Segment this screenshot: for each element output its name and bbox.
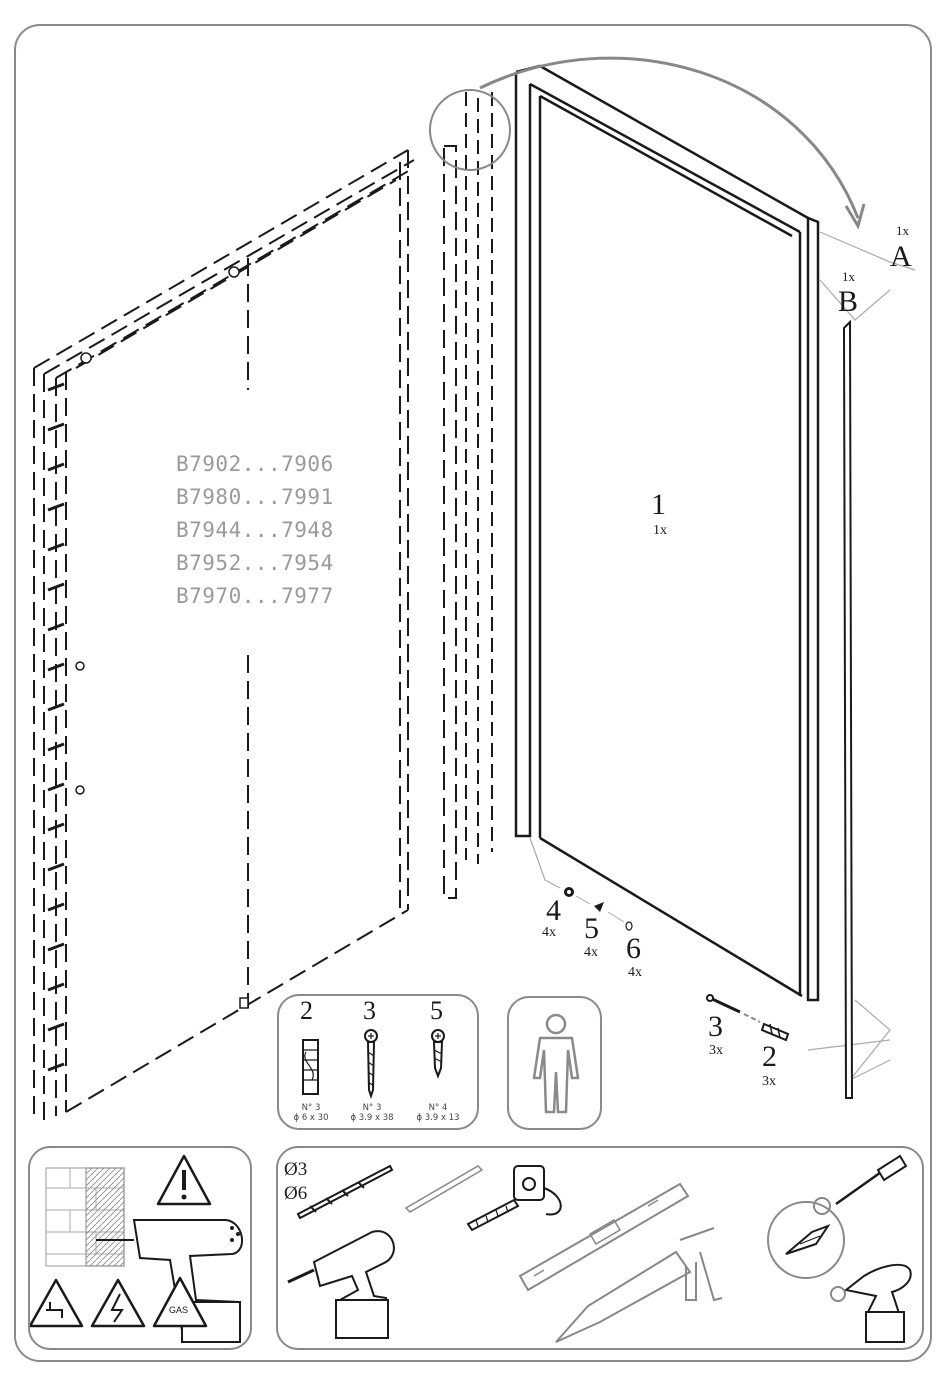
hardware-2-spec-dim: ϕ 6 x 30 xyxy=(286,1114,336,1124)
hardware-2-spec: N° 3 ϕ 6 x 30 xyxy=(286,1104,336,1124)
drill-bit-size: Ø6 xyxy=(284,1182,307,1206)
door-panel-drawing xyxy=(516,66,818,1000)
part-4-qty: 4x xyxy=(542,926,556,940)
warnings-panel xyxy=(28,1146,252,1350)
part-2-number: 2 xyxy=(762,1042,777,1072)
gas-label: GAS xyxy=(169,1306,188,1315)
part-a-qty: 1x xyxy=(896,224,909,237)
model-code: B7952...7954 xyxy=(176,547,334,580)
hardware-3-spec: N° 3 ϕ 3.9 x 38 xyxy=(344,1104,400,1124)
hardware-3-number: 3 xyxy=(363,998,376,1024)
part-2-qty: 3x xyxy=(762,1075,776,1089)
hardware-2-number: 2 xyxy=(300,998,313,1024)
part-4-number: 4 xyxy=(546,896,561,926)
seal-profile-drawing xyxy=(430,90,510,898)
tools-panel xyxy=(276,1146,924,1350)
drill-bit-sizes: Ø3 Ø6 xyxy=(284,1158,307,1206)
hardware-3-spec-dim: ϕ 3.9 x 38 xyxy=(344,1114,400,1124)
model-code: B7980...7991 xyxy=(176,481,334,514)
wall-profile-drawing xyxy=(34,150,414,1122)
part-1-number: 1 xyxy=(651,490,666,520)
hardware-5-spec-dim: ϕ 3.9 x 13 xyxy=(410,1114,466,1124)
hardware-5-spec: N° 4 ϕ 3.9 x 13 xyxy=(410,1104,466,1124)
part-3-qty: 3x xyxy=(709,1044,723,1058)
part-6-qty: 4x xyxy=(628,966,642,980)
model-code: B7902...7906 xyxy=(176,448,334,481)
part-1-qty: 1x xyxy=(653,524,667,538)
wall-profile-screws xyxy=(76,267,248,1008)
seal-b-drawing xyxy=(844,322,852,1098)
part-5-number: 5 xyxy=(584,914,599,944)
part-6-number: 6 xyxy=(626,934,641,964)
part-a-letter: A xyxy=(890,242,912,272)
model-code: B7970...7977 xyxy=(176,580,334,613)
model-code-list: B7902...7906 B7980...7991 B7944...7948 B… xyxy=(176,448,334,613)
part-b-letter: B xyxy=(838,287,858,317)
drill-bit-size: Ø3 xyxy=(284,1158,307,1182)
part-b-qty: 1x xyxy=(842,270,855,283)
part-3-number: 3 xyxy=(708,1012,723,1042)
part-5-qty: 4x xyxy=(584,946,598,960)
persons-required-panel xyxy=(507,996,602,1130)
model-code: B7944...7948 xyxy=(176,514,334,547)
hardware-5-number: 5 xyxy=(430,998,443,1024)
